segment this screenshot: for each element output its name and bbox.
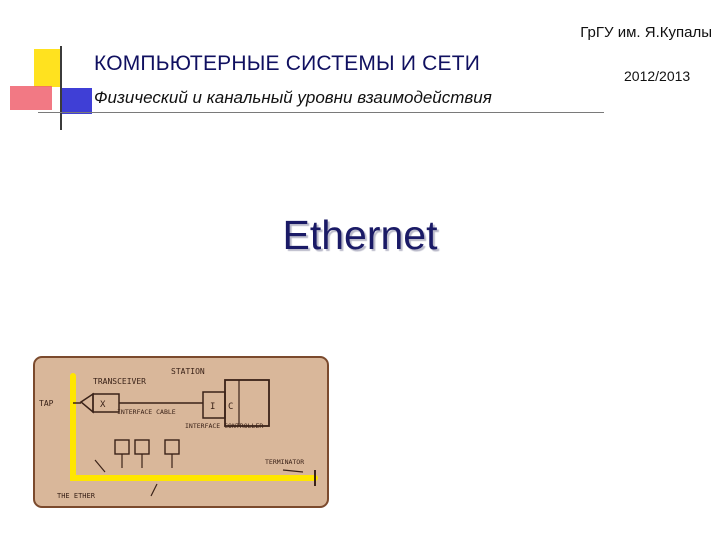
label-c: C — [228, 402, 233, 412]
label-station: STATION — [171, 367, 205, 376]
station-box — [224, 379, 270, 427]
ethernet-diagram: STATION TRANSCEIVER TAP X INTERFACE CABL… — [33, 356, 329, 508]
slide-subtitle: Физический и канальный уровни взаимодейс… — [94, 88, 492, 107]
logo-vertical-line — [60, 46, 62, 130]
label-transceiver: TRANSCEIVER — [93, 377, 146, 386]
academic-year: 2012/2013 — [624, 68, 691, 84]
label-interface-cable: INTERFACE CABLE — [117, 408, 176, 416]
university-name: ГрГУ им. Я.Купалы — [580, 24, 712, 41]
label-tap: TAP — [39, 399, 54, 408]
header-divider — [38, 112, 604, 113]
slide-heading: Ethernet — [282, 212, 438, 258]
label-x: X — [100, 400, 106, 410]
label-i: I — [210, 402, 215, 412]
label-the-ether: THE ETHER — [57, 492, 96, 500]
label-interface-controller: INTERFACE CONTROLLER — [185, 422, 263, 430]
logo-blue-square — [60, 88, 92, 114]
label-terminator: TERMINATOR — [265, 458, 304, 466]
course-title: КОМПЬЮТЕРНЫЕ СИСТЕМЫ И СЕТИ — [94, 52, 481, 75]
logo-yellow-square — [34, 49, 62, 87]
ether-cable — [70, 373, 318, 481]
logo-red-square — [10, 86, 52, 110]
diagram-frame — [33, 356, 329, 508]
